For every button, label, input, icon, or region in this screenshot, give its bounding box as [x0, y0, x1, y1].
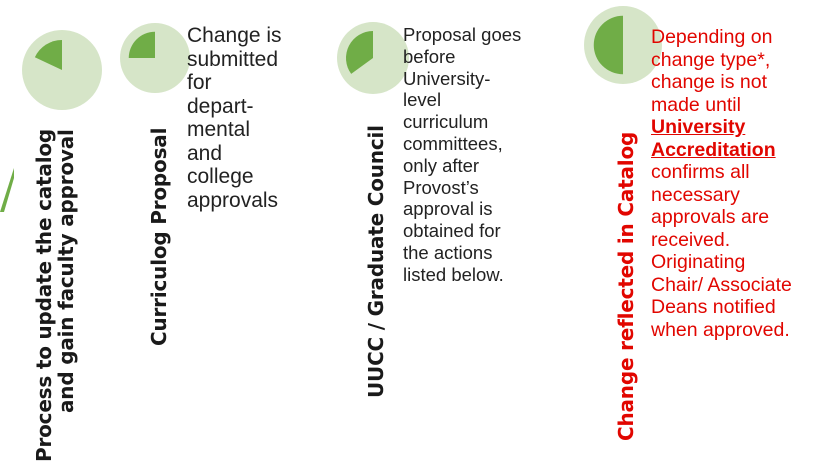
progress-pie-step-2	[120, 23, 190, 93]
step-1-label: Process to update the catalog and gain f…	[32, 128, 78, 462]
step-4-description-after: confirms all necessary approvals are rec…	[651, 161, 792, 341]
pie-slice	[34, 40, 62, 70]
pie-slice	[346, 31, 373, 74]
step-2-description: Change is submitted for depart- mental a…	[187, 24, 282, 212]
step-4-label: Change reflected in Catalog	[614, 131, 638, 441]
step-4-description-before: Depending on change type*, change is not…	[651, 26, 773, 116]
step-3-label: UUCC / Graduate Council	[364, 125, 388, 398]
step-1-label-line-2: and gain faculty approval	[54, 129, 78, 413]
progress-pie-step-3	[337, 22, 409, 94]
step-3-description: Proposal goes before University- level c…	[403, 24, 522, 285]
progress-pie-step-4	[584, 6, 662, 84]
university-accreditation-link[interactable]: University Accreditation	[651, 116, 776, 161]
step-3-label-line-1: UUCC / Graduate Council	[364, 125, 388, 398]
pie-slice	[128, 31, 155, 58]
step-4-label-line-1: Change reflected in Catalog	[614, 131, 638, 441]
progress-pie-step-1	[22, 30, 102, 110]
arrow-head-icon	[0, 168, 14, 212]
step-1-label-line-1: Process to update the catalog	[32, 128, 56, 462]
step-2-label-line-1: Curriculog Proposal	[147, 127, 171, 346]
step-4-description: Depending on change type*, change is not…	[651, 26, 792, 341]
pie-slice	[593, 15, 623, 75]
step-2-label: Curriculog Proposal	[147, 127, 171, 346]
